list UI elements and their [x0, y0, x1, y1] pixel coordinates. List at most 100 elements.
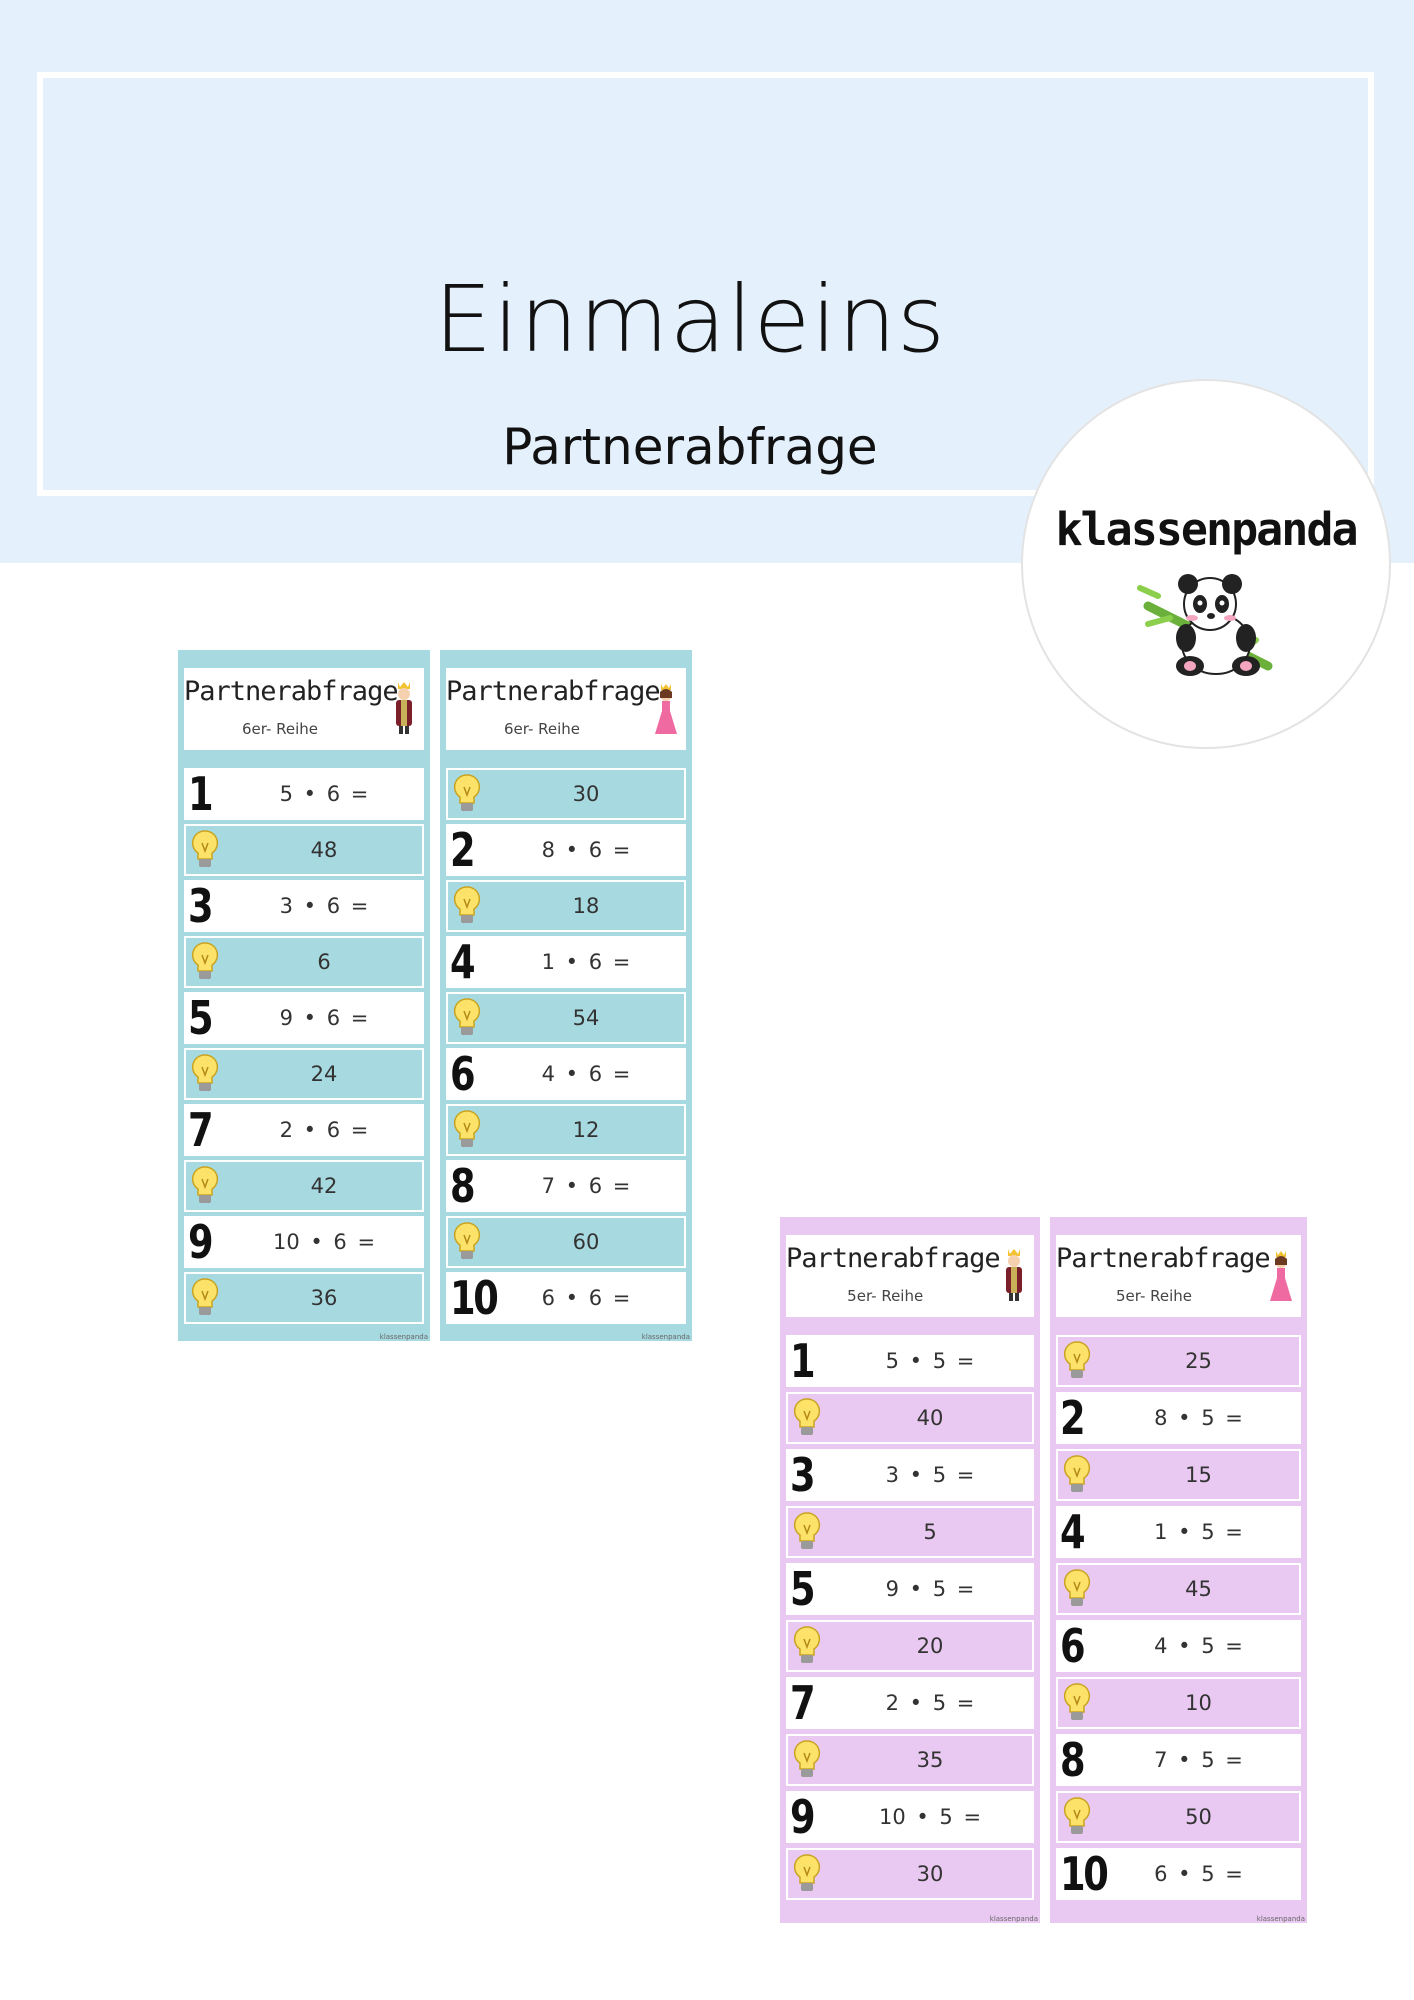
lightbulb-icon: [191, 942, 219, 979]
task-row: 10 6 • 5 =: [1056, 1848, 1301, 1900]
row-number: 6: [450, 1047, 476, 1101]
task-text: 4 • 6 =: [541, 1062, 631, 1086]
answer-text: 48: [310, 838, 338, 862]
row-number: 7: [188, 1103, 214, 1157]
lightbulb-icon: [191, 1054, 219, 1091]
row-number: 4: [1060, 1505, 1086, 1559]
task-row: 2 8 • 6 =: [446, 824, 686, 876]
lightbulb-icon: [453, 1110, 481, 1147]
task-row: 10 6 • 6 =: [446, 1272, 686, 1324]
page-title: Einmaleins: [434, 266, 946, 373]
card-5er-a: Partnerabfrage 5er- Reihe 1 5 • 5 = 40 3…: [780, 1217, 1040, 1923]
answer-row: 25: [1056, 1335, 1301, 1387]
answer-text: 5: [923, 1520, 937, 1544]
card-title: Partnerabfrage: [184, 676, 399, 707]
card-6er-b: Partnerabfrage 6er- Reihe 30 2 8 • 6 = 1…: [440, 650, 692, 1341]
task-text: 10 • 5 =: [878, 1805, 982, 1829]
answer-text: 30: [572, 782, 600, 806]
task-row: 7 2 • 6 =: [184, 1104, 424, 1156]
task-row: 1 5 • 6 =: [184, 768, 424, 820]
task-text: 5 • 6 =: [279, 782, 369, 806]
princess-figure-icon: [1270, 1251, 1292, 1301]
task-row: 1 5 • 5 =: [786, 1335, 1034, 1387]
lightbulb-icon: [453, 774, 481, 811]
row-number: 8: [450, 1159, 476, 1213]
answer-row: 12: [446, 1104, 686, 1156]
answer-text: 45: [1185, 1577, 1212, 1601]
row-number: 9: [188, 1215, 214, 1269]
card-title: Partnerabfrage: [1056, 1243, 1271, 1274]
card-header: Partnerabfrage 5er- Reihe: [1056, 1235, 1301, 1317]
task-row: 5 9 • 5 =: [786, 1563, 1034, 1615]
task-text: 3 • 6 =: [279, 894, 369, 918]
task-text: 9 • 5 =: [885, 1577, 975, 1601]
card-subtitle: 5er- Reihe: [1115, 1287, 1193, 1305]
lightbulb-icon: [793, 1626, 821, 1663]
task-text: 7 • 5 =: [1154, 1748, 1243, 1772]
row-number: 3: [790, 1448, 816, 1502]
answer-text: 36: [310, 1286, 338, 1310]
lightbulb-icon: [1063, 1797, 1091, 1834]
answer-row: 18: [446, 880, 686, 932]
task-row: 6 4 • 5 =: [1056, 1620, 1301, 1672]
answer-row: 50: [1056, 1791, 1301, 1843]
answer-row: 30: [446, 768, 686, 820]
task-text: 8 • 6 =: [541, 838, 631, 862]
lightbulb-icon: [1063, 1455, 1091, 1492]
card-brand: klassenpanda: [989, 1915, 1038, 1923]
task-row: 3 3 • 5 =: [786, 1449, 1034, 1501]
lightbulb-icon: [191, 1278, 219, 1315]
princess-figure-icon: [655, 684, 677, 734]
card-6er-a: Partnerabfrage 6er- Reihe 1 5 • 6 = 48 3…: [178, 650, 430, 1341]
panda-icon: [1137, 574, 1273, 676]
lightbulb-icon: [453, 886, 481, 923]
answer-text: 18: [572, 894, 600, 918]
row-number: 6: [1060, 1619, 1086, 1673]
card-header: Partnerabfrage 6er- Reihe: [446, 668, 686, 750]
klassenpanda-logo: klassenpanda: [1021, 379, 1391, 749]
task-text: 10 • 6 =: [272, 1230, 376, 1254]
lightbulb-icon: [1063, 1341, 1091, 1378]
row-number: 1: [790, 1334, 816, 1388]
row-number: 7: [790, 1676, 816, 1730]
king-figure-icon: [396, 682, 412, 734]
row-number: 9: [790, 1790, 816, 1844]
answer-row: 15: [1056, 1449, 1301, 1501]
card-header: Partnerabfrage 6er- Reihe: [184, 668, 424, 750]
lightbulb-icon: [793, 1854, 821, 1891]
answer-text: 35: [916, 1748, 944, 1772]
answer-row: 6: [184, 936, 424, 988]
answer-text: 60: [572, 1230, 600, 1254]
answer-row: 40: [786, 1392, 1034, 1444]
row-number: 10: [450, 1271, 499, 1325]
task-row: 9 10 • 5 =: [786, 1791, 1034, 1843]
card-brand: klassenpanda: [379, 1333, 428, 1341]
answer-text: 50: [1185, 1805, 1212, 1829]
task-text: 9 • 6 =: [279, 1006, 369, 1030]
task-text: 5 • 5 =: [885, 1349, 975, 1373]
row-number: 1: [188, 767, 214, 821]
row-number: 5: [790, 1562, 816, 1616]
answer-row: 24: [184, 1048, 424, 1100]
answer-text: 24: [310, 1062, 338, 1086]
answer-row: 48: [184, 824, 424, 876]
task-row: 8 7 • 5 =: [1056, 1734, 1301, 1786]
task-text: 1 • 6 =: [541, 950, 631, 974]
task-row: 9 10 • 6 =: [184, 1216, 424, 1268]
answer-text: 20: [916, 1634, 944, 1658]
answer-text: 10: [1185, 1691, 1212, 1715]
card-title: Partnerabfrage: [446, 676, 661, 707]
task-row: 3 3 • 6 =: [184, 880, 424, 932]
row-number: 2: [1060, 1391, 1086, 1445]
row-number: 10: [1060, 1847, 1109, 1901]
row-number: 8: [1060, 1733, 1086, 1787]
page-subtitle: Partnerabfrage: [502, 418, 878, 476]
answer-row: 20: [786, 1620, 1034, 1672]
header-band: Einmaleins Partnerabfrage: [0, 0, 1414, 563]
task-text: 4 • 5 =: [1154, 1634, 1243, 1658]
answer-row: 45: [1056, 1563, 1301, 1615]
answer-row: 35: [786, 1734, 1034, 1786]
answer-text: 54: [572, 1006, 600, 1030]
card-brand: klassenpanda: [1256, 1915, 1305, 1923]
task-row: 7 2 • 5 =: [786, 1677, 1034, 1729]
